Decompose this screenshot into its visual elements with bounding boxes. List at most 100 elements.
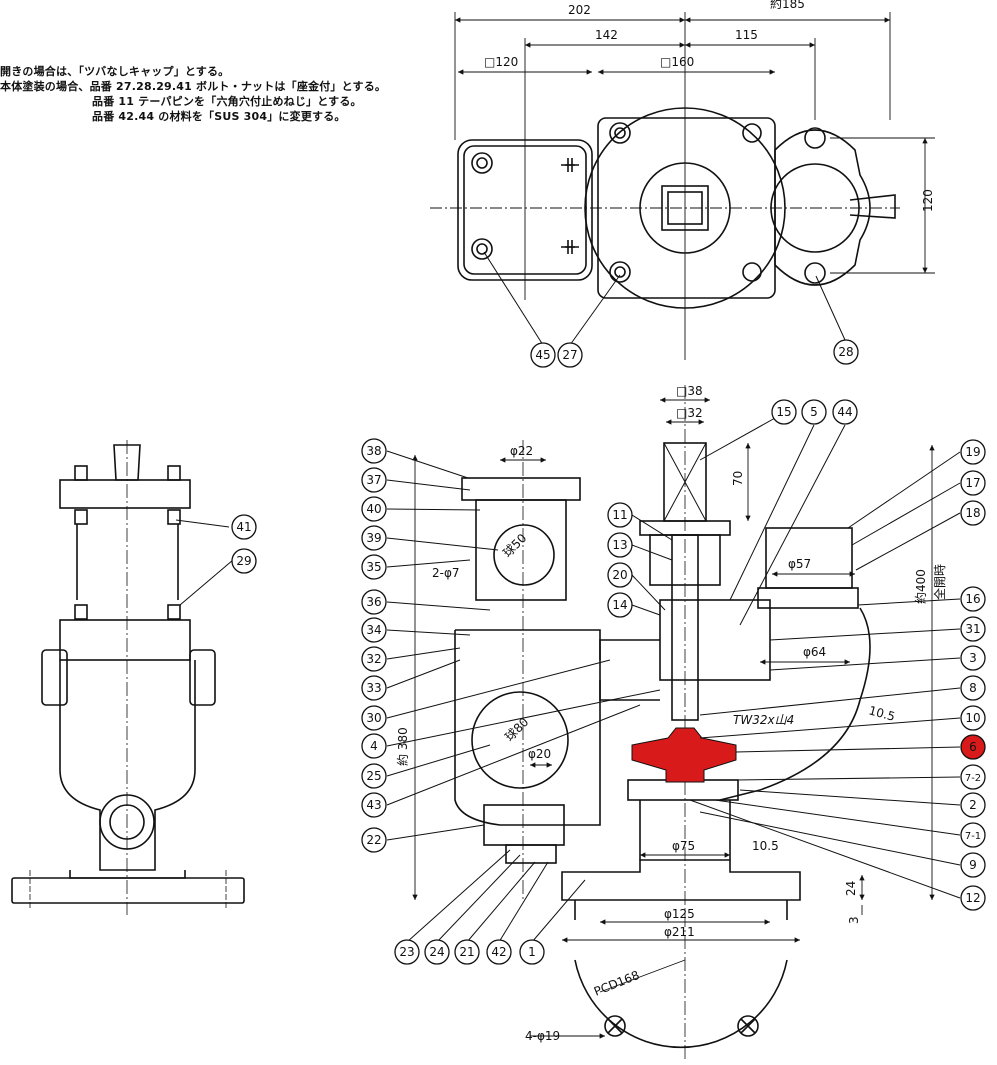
part-callout-24: 24 — [424, 939, 450, 965]
dim-label: 120 — [921, 189, 935, 212]
dim-label: 24 — [844, 881, 858, 896]
dim-label: □120 — [484, 55, 518, 69]
dim-label: 2-φ7 — [432, 566, 460, 580]
part-number: 18 — [965, 506, 980, 520]
dim-label: □160 — [660, 55, 694, 69]
dim-label: 約185 — [770, 0, 805, 11]
part-number: 3 — [969, 651, 977, 665]
part-number: 14 — [612, 598, 627, 612]
part-number: 42 — [491, 945, 506, 959]
part-number: 37 — [366, 473, 381, 487]
part-callout-35: 35 — [361, 554, 387, 580]
dim-label: 70 — [731, 471, 745, 486]
section-view-dims: □38 □32 70 φ22 球50 2-φ7 φ57 φ64 10.5 TW3… — [395, 384, 947, 1043]
dim-label: □38 — [676, 384, 703, 398]
part-callout-36: 36 — [361, 589, 387, 615]
part-number: 10 — [965, 711, 980, 725]
part-number: 7-2 — [965, 773, 981, 784]
part-number: 33 — [366, 681, 381, 695]
dim-label: 球50 — [500, 531, 529, 560]
dim-label: 3 — [847, 916, 861, 924]
part-number: 38 — [366, 444, 381, 458]
side-view — [11, 440, 245, 915]
part-callout-27: 27 — [557, 342, 583, 368]
part-number: 25 — [366, 769, 381, 783]
highlighted-part-disc — [631, 727, 737, 783]
part-number: 8 — [969, 681, 977, 695]
part-number: 12 — [965, 891, 980, 905]
part-number: 5 — [810, 405, 818, 419]
part-number: 35 — [366, 560, 381, 574]
part-number: 15 — [776, 405, 791, 419]
top-view-dims: 202 約185 142 115 □120 □160 120 — [484, 0, 935, 212]
part-callout-37: 37 — [361, 467, 387, 493]
dim-label: TW32x山4 — [733, 713, 794, 727]
dim-label: φ211 — [664, 925, 695, 939]
part-callout-14: 14 — [607, 592, 633, 618]
part-number: 1 — [528, 945, 536, 959]
part-number: 2 — [969, 798, 977, 812]
part-callout-31: 31 — [960, 616, 986, 642]
part-number: 4 — [370, 739, 378, 753]
part-callout-21: 21 — [454, 939, 480, 965]
part-callout-45: 45 — [530, 342, 556, 368]
part-callout-11: 11 — [607, 502, 633, 528]
part-number: 11 — [612, 508, 627, 522]
part-callout-20: 20 — [607, 562, 633, 588]
part-number: 22 — [366, 833, 381, 847]
part-number: 7-1 — [965, 831, 981, 842]
part-number: 44 — [837, 405, 852, 419]
dim-label: 4-φ19 — [525, 1029, 560, 1043]
part-number: 21 — [459, 945, 474, 959]
part-callout-39: 39 — [361, 525, 387, 551]
dim-label: 202 — [568, 3, 591, 17]
note-line: 品番 42.44 の材料を「SUS 304」に変更する。 — [92, 110, 346, 123]
part-number: 36 — [366, 595, 381, 609]
part-number: 27 — [562, 348, 577, 362]
part-callout-43: 43 — [361, 792, 387, 818]
part-callout-9: 9 — [960, 852, 986, 878]
part-callout-5: 5 — [801, 399, 827, 425]
part-number: 43 — [366, 798, 381, 812]
side-view-callouts — [175, 519, 234, 606]
part-callout-2: 2 — [960, 792, 986, 818]
dim-label: 115 — [735, 28, 758, 42]
dim-label: φ20 — [528, 747, 551, 761]
part-callout-4: 4 — [361, 733, 387, 759]
dim-label: φ75 — [672, 839, 695, 853]
section-leaders — [386, 412, 961, 943]
part-callout-29: 29 — [231, 548, 257, 574]
note-line: 本体塗装の場合、品番 27.28.29.41 ボルト・ナットは「座金付」とする。 — [0, 80, 387, 93]
part-callout-12: 12 — [960, 885, 986, 911]
part-number: 39 — [366, 531, 381, 545]
part-number: 30 — [366, 711, 381, 725]
part-callout-33: 33 — [361, 675, 387, 701]
part-callout-32: 32 — [361, 646, 387, 672]
part-callout-41: 41 — [231, 514, 257, 540]
part-callout-22: 22 — [361, 827, 387, 853]
part-number: 28 — [838, 345, 853, 359]
section-view — [412, 385, 935, 1060]
top-view — [430, 12, 935, 360]
part-callout-19: 19 — [960, 439, 986, 465]
part-callout-42: 42 — [486, 939, 512, 965]
part-callout-8: 8 — [960, 675, 986, 701]
part-number: 41 — [236, 520, 251, 534]
part-number: 16 — [965, 592, 980, 606]
part-number: 34 — [366, 623, 381, 637]
part-callout-28: 28 — [833, 339, 859, 365]
dim-label: φ125 — [664, 907, 695, 921]
part-callout-1: 1 — [519, 939, 545, 965]
note-line: 品番 11 テーパピンを「六角穴付止めねじ」とする。 — [92, 95, 362, 108]
part-number: 24 — [429, 945, 444, 959]
part-callout-7-2: 7-2 — [960, 764, 986, 790]
dim-label: 142 — [595, 28, 618, 42]
part-callout-23: 23 — [394, 939, 420, 965]
part-number: 31 — [965, 622, 980, 636]
part-number: 40 — [366, 502, 381, 516]
spec-notes: 開きの場合は、「ツバなしキャップ」とする。 本体塗装の場合、品番 27.28.2… — [0, 64, 386, 124]
part-number: 32 — [366, 652, 381, 666]
part-number: 23 — [399, 945, 414, 959]
part-callout-13: 13 — [607, 532, 633, 558]
part-callout-10: 10 — [960, 705, 986, 731]
